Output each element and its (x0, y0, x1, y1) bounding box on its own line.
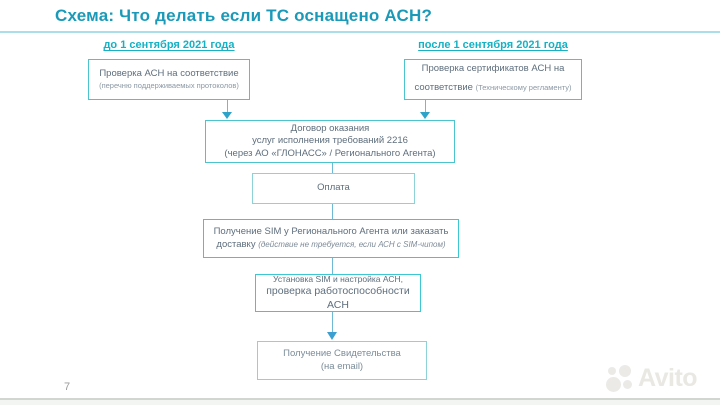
box-text: Установка SIM и настройка АСН, (272, 273, 403, 284)
avito-logo-icon (606, 364, 634, 393)
box-text: Проверка АСН на соответствие (99, 68, 239, 80)
title-divider (0, 31, 720, 33)
box-text: Проверка сертификатов АСН на (421, 62, 565, 74)
timeline-header-before: до 1 сентября 2021 года (103, 39, 235, 51)
connector-line (332, 204, 333, 219)
connector-line (227, 100, 228, 113)
flow-box-contract: Договор оказания услуг исполнения требов… (205, 120, 455, 163)
bottom-bar (0, 398, 720, 405)
box-text: (на email) (320, 360, 364, 372)
box-text-mixed: соответствие (Техническому регламенту) (414, 82, 572, 94)
box-text: (через АО «ГЛОНАСС» / Регионального Аген… (224, 147, 436, 159)
flow-box-payment: Оплата (252, 173, 415, 204)
box-text: услуг исполнения требований 2216 (252, 135, 408, 147)
box-text: Получение Свидетельства (283, 347, 401, 359)
connector-line (332, 163, 333, 173)
connector-line (425, 100, 426, 113)
box-text: Договор оказания (290, 122, 370, 134)
page-number: 7 (64, 381, 71, 393)
arrow-down-icon (222, 112, 232, 119)
box-text-mixed: доставку (действие не требуется, если АС… (216, 238, 446, 250)
page-title: Схема: Что делать если ТС оснащено АСН? (55, 6, 433, 25)
watermark-brand-text: Avito (638, 364, 698, 392)
flow-box-sim: Получение SIM у Регионального Агента или… (203, 219, 459, 258)
connector-line (332, 312, 333, 333)
arrow-down-icon (327, 332, 337, 340)
flow-box-certificate: Получение Свидетельства (на email) (257, 341, 427, 380)
timeline-header-after: после 1 сентября 2021 года (418, 39, 568, 51)
flow-box-check-asn: Проверка АСН на соответствие (перечню по… (88, 59, 250, 100)
box-text: Оплата (317, 182, 350, 194)
box-subtext: (перечню поддерживаемых протоколов) (99, 80, 239, 90)
arrow-down-icon (420, 112, 430, 119)
box-text: проверка работоспособности АСН (266, 284, 410, 311)
box-text: Получение SIM у Регионального Агента или… (213, 225, 449, 237)
flow-box-check-cert: Проверка сертификатов АСН на соответстви… (404, 59, 582, 100)
avito-watermark: Avito (606, 364, 698, 393)
flow-box-install: Установка SIM и настройка АСН, проверка … (255, 274, 421, 312)
connector-line (332, 258, 333, 274)
